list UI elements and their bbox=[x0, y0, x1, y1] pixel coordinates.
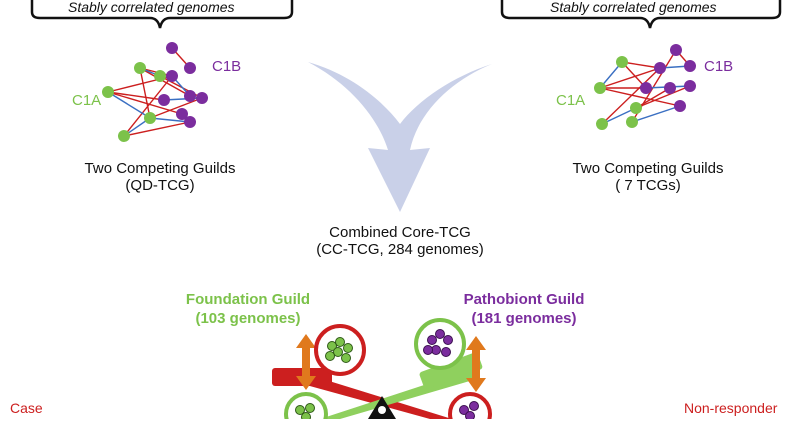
merge-arrow bbox=[308, 62, 492, 212]
node-green bbox=[102, 86, 114, 98]
node-green bbox=[134, 62, 146, 74]
pathobiont-circle-bottom bbox=[448, 392, 492, 424]
node-purple bbox=[196, 92, 208, 104]
foundation-guild-count: (103 genomes) bbox=[195, 310, 301, 327]
node-green bbox=[626, 116, 638, 128]
node-green bbox=[144, 112, 156, 124]
pathobiont-guild-name: Pathobiont Guild bbox=[463, 291, 585, 308]
foundation-guild-label: Foundation Guild (103 genomes) bbox=[168, 290, 328, 328]
left-caption: Two Competing Guilds (QD-TCG) bbox=[40, 160, 280, 194]
node-purple bbox=[684, 80, 696, 92]
right-caption-line1: Two Competing Guilds bbox=[572, 160, 724, 177]
node-purple bbox=[640, 82, 652, 94]
combined-caption: Combined Core-TCG (CC-TCG, 284 genomes) bbox=[280, 224, 520, 258]
right-c1b-label: C1B bbox=[704, 58, 734, 75]
node-purple bbox=[664, 82, 676, 94]
case-label: Case bbox=[10, 400, 43, 416]
right-caption-line2: ( 7 TCGs) bbox=[615, 177, 681, 194]
right-updown-arrow bbox=[466, 336, 486, 392]
right-bracket bbox=[500, 0, 782, 29]
pathobiont-circle-top bbox=[414, 318, 466, 370]
node-purple bbox=[184, 116, 196, 128]
node-purple bbox=[184, 90, 196, 102]
node-purple bbox=[674, 100, 686, 112]
left-c1a-label: C1A bbox=[72, 92, 102, 109]
node-purple bbox=[670, 44, 682, 56]
seesaw-illustration bbox=[272, 318, 492, 424]
left-caption-line1: Two Competing Guilds bbox=[84, 160, 236, 177]
node-green bbox=[118, 130, 130, 142]
green-beam-top bbox=[419, 352, 483, 389]
node-purple bbox=[654, 62, 666, 74]
node-green bbox=[630, 102, 642, 114]
node-green bbox=[596, 118, 608, 130]
right-caption: Two Competing Guilds ( 7 TCGs) bbox=[528, 160, 768, 194]
combined-line2: (CC-TCG, 284 genomes) bbox=[316, 241, 484, 258]
pathobiont-guild-label: Pathobiont Guild (181 genomes) bbox=[444, 290, 604, 328]
node-green bbox=[154, 70, 166, 82]
node-purple bbox=[166, 42, 178, 54]
fulcrum-hole bbox=[378, 406, 386, 414]
left-updown-arrow bbox=[296, 334, 316, 390]
left-c1b-label: C1B bbox=[212, 58, 242, 75]
node-purple bbox=[158, 94, 170, 106]
right-c1a-label: C1A bbox=[556, 92, 586, 109]
node-purple bbox=[184, 62, 196, 74]
left-bracket bbox=[30, 0, 294, 29]
node-purple bbox=[684, 60, 696, 72]
right-bracket-label: Stably correlated genomes bbox=[550, 0, 717, 15]
non-responder-label: Non-responder bbox=[684, 400, 778, 416]
node-purple bbox=[176, 108, 188, 120]
right-network bbox=[594, 44, 696, 130]
left-bracket-label: Stably correlated genomes bbox=[68, 0, 235, 15]
pathobiont-guild-count: (181 genomes) bbox=[471, 310, 577, 327]
node-green bbox=[616, 56, 628, 68]
foundation-guild-name: Foundation Guild bbox=[185, 291, 311, 308]
node-purple bbox=[166, 70, 178, 82]
left-network bbox=[102, 42, 208, 142]
left-caption-line2: (QD-TCG) bbox=[125, 177, 195, 194]
node-green bbox=[594, 82, 606, 94]
combined-line1: Combined Core-TCG bbox=[329, 224, 471, 241]
